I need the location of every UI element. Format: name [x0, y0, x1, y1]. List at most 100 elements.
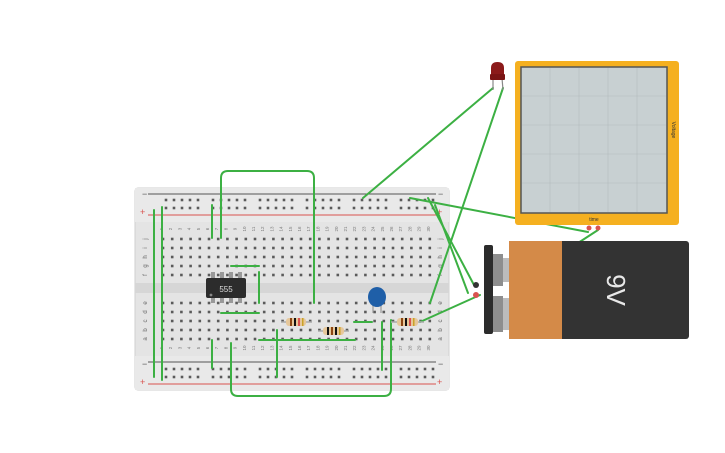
breadboard-hole[interactable]: [198, 310, 202, 314]
breadboard-hole[interactable]: [244, 237, 248, 241]
breadboard-hole[interactable]: [244, 337, 248, 341]
breadboard-hole[interactable]: [180, 319, 183, 323]
rail-hole[interactable]: [329, 375, 333, 379]
breadboard-hole[interactable]: [345, 246, 349, 250]
breadboard-hole[interactable]: [189, 328, 192, 332]
breadboard-hole[interactable]: [318, 301, 321, 305]
rail-hole[interactable]: [384, 367, 388, 371]
rail-hole[interactable]: [384, 198, 388, 202]
breadboard-hole[interactable]: [226, 319, 229, 323]
breadboard-hole[interactable]: [244, 255, 248, 259]
breadboard-hole[interactable]: [428, 319, 432, 323]
breadboard-hole[interactable]: [226, 337, 229, 341]
breadboard-hole[interactable]: [272, 237, 275, 241]
breadboard-hole[interactable]: [216, 237, 220, 241]
breadboard-hole[interactable]: [262, 264, 266, 268]
breadboard-hole[interactable]: [198, 255, 202, 259]
breadboard-hole[interactable]: [198, 273, 202, 277]
rail-hole[interactable]: [399, 375, 403, 379]
breadboard-hole[interactable]: [318, 328, 321, 332]
breadboard-hole[interactable]: [373, 337, 376, 341]
breadboard-hole[interactable]: [373, 264, 376, 268]
breadboard-hole[interactable]: [428, 310, 432, 314]
breadboard-hole[interactable]: [327, 310, 330, 314]
rail-hole[interactable]: [415, 375, 419, 379]
breadboard-hole[interactable]: [189, 255, 192, 259]
breadboard-hole[interactable]: [327, 237, 330, 241]
breadboard-hole[interactable]: [281, 237, 284, 241]
breadboard-hole[interactable]: [400, 237, 404, 241]
breadboard-hole[interactable]: [354, 264, 358, 268]
rail-hole[interactable]: [368, 198, 372, 202]
rail-hole[interactable]: [172, 367, 176, 371]
scope-probe-red[interactable]: [586, 225, 592, 231]
breadboard-hole[interactable]: [308, 310, 312, 314]
breadboard-hole[interactable]: [189, 273, 192, 277]
breadboard-hole[interactable]: [400, 246, 404, 250]
rail-hole[interactable]: [243, 375, 247, 379]
breadboard-hole[interactable]: [354, 273, 358, 277]
breadboard-hole[interactable]: [207, 264, 211, 268]
breadboard-hole[interactable]: [207, 337, 211, 341]
rail-hole[interactable]: [290, 206, 294, 210]
breadboard-hole[interactable]: [180, 273, 183, 277]
rail-hole[interactable]: [329, 367, 333, 371]
breadboard-hole[interactable]: [382, 319, 386, 323]
rail-hole[interactable]: [243, 206, 247, 210]
rail-hole[interactable]: [164, 367, 168, 371]
breadboard-hole[interactable]: [198, 301, 202, 305]
breadboard-hole[interactable]: [281, 310, 284, 314]
breadboard-hole[interactable]: [253, 273, 257, 277]
rail-hole[interactable]: [407, 367, 411, 371]
breadboard-hole[interactable]: [391, 246, 395, 250]
breadboard-hole[interactable]: [244, 246, 248, 250]
breadboard-hole[interactable]: [189, 264, 192, 268]
rail-hole[interactable]: [180, 367, 184, 371]
rail-hole[interactable]: [274, 206, 278, 210]
rail-hole[interactable]: [305, 198, 309, 202]
breadboard-hole[interactable]: [391, 319, 395, 323]
breadboard-hole[interactable]: [391, 328, 395, 332]
rail-hole[interactable]: [337, 198, 341, 202]
breadboard-hole[interactable]: [235, 301, 238, 305]
rail-hole[interactable]: [180, 206, 184, 210]
breadboard-hole[interactable]: [382, 255, 386, 259]
breadboard-hole[interactable]: [290, 301, 294, 305]
breadboard-hole[interactable]: [354, 246, 358, 250]
breadboard-hole[interactable]: [198, 237, 202, 241]
rail-hole[interactable]: [164, 375, 168, 379]
breadboard-hole[interactable]: [180, 237, 183, 241]
breadboard-hole[interactable]: [327, 301, 330, 305]
breadboard-hole[interactable]: [354, 301, 358, 305]
breadboard-hole[interactable]: [207, 273, 211, 277]
breadboard-hole[interactable]: [281, 273, 284, 277]
rail-hole[interactable]: [423, 206, 427, 210]
breadboard-hole[interactable]: [308, 246, 312, 250]
breadboard-hole[interactable]: [410, 301, 413, 305]
rail-hole[interactable]: [227, 206, 231, 210]
breadboard-hole[interactable]: [244, 319, 248, 323]
breadboard-hole[interactable]: [170, 337, 174, 341]
rail-hole[interactable]: [282, 367, 286, 371]
breadboard-hole[interactable]: [198, 264, 202, 268]
rail-hole[interactable]: [337, 375, 341, 379]
breadboard-hole[interactable]: [336, 237, 340, 241]
rail-hole[interactable]: [368, 367, 372, 371]
breadboard-hole[interactable]: [410, 246, 413, 250]
breadboard-hole[interactable]: [272, 255, 275, 259]
rail-hole[interactable]: [211, 367, 215, 371]
rail-hole[interactable]: [305, 206, 309, 210]
breadboard-hole[interactable]: [216, 264, 220, 268]
rail-hole[interactable]: [407, 206, 411, 210]
breadboard-hole[interactable]: [216, 337, 220, 341]
breadboard-hole[interactable]: [290, 273, 294, 277]
oscilloscope[interactable]: Voltage time: [515, 61, 679, 231]
breadboard-hole[interactable]: [226, 246, 229, 250]
breadboard-hole[interactable]: [262, 273, 266, 277]
breadboard-hole[interactable]: [170, 301, 174, 305]
rail-hole[interactable]: [180, 375, 184, 379]
rail-hole[interactable]: [360, 375, 364, 379]
rail-hole[interactable]: [243, 198, 247, 202]
breadboard-hole[interactable]: [226, 255, 229, 259]
breadboard-hole[interactable]: [189, 301, 192, 305]
